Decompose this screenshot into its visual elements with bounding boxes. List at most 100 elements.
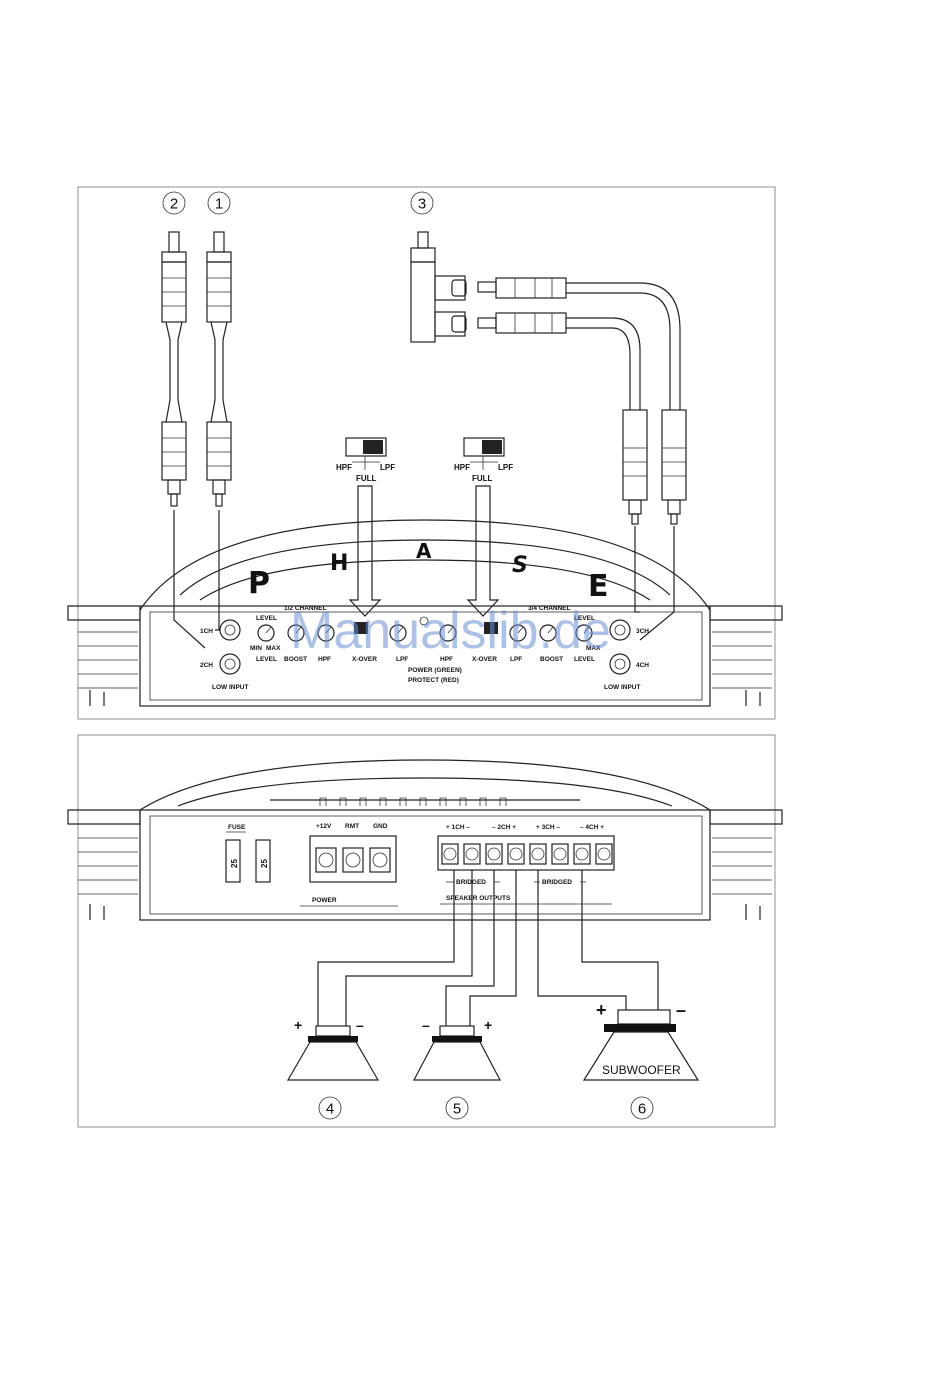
speaker-terminal-block	[437, 835, 615, 871]
svg-text:SUBWOOFER: SUBWOOFER	[602, 1063, 681, 1077]
svg-text:HPF: HPF	[454, 463, 470, 472]
bridged-label-left: BRIDGED	[456, 879, 486, 886]
svg-text:–: –	[422, 1017, 430, 1033]
svg-text:6: 6	[638, 1101, 646, 1118]
bottom-diagram-frame	[77, 734, 776, 1128]
callout-4: 4	[318, 1096, 342, 1120]
hpf-label-right: HPF	[440, 656, 453, 663]
level-knob-12	[257, 624, 275, 642]
brand-letter-h: H	[330, 551, 348, 576]
svg-text:3CH: 3CH	[636, 628, 649, 635]
hpf-knob-12	[317, 624, 335, 642]
callout-3: 3	[410, 191, 434, 215]
speaker-wires	[317, 870, 659, 1026]
speaker-outputs-label: SPEAKER OUTPUTS	[446, 895, 511, 902]
svg-text:25: 25	[260, 859, 269, 868]
ch1-terminal-label: + 1CH –	[446, 824, 470, 831]
xover-switch-34	[484, 622, 498, 634]
hpf-label-left: HPF	[318, 656, 331, 663]
brand-letter-a: A	[416, 539, 432, 563]
boost-label-left: BOOST	[284, 656, 307, 663]
svg-text:4: 4	[326, 1101, 334, 1118]
svg-text:2CH: 2CH	[200, 662, 213, 669]
channel-34-label: 3/4 CHANNEL	[528, 605, 571, 612]
top-diagram-frame	[77, 186, 776, 720]
ch2-terminal-label: – 2CH +	[492, 824, 516, 831]
input-jack-4ch: 4CH	[609, 653, 649, 675]
level-knob-34	[575, 624, 593, 642]
boost-knob-12	[287, 624, 305, 642]
brand-letter-p: P	[248, 566, 270, 601]
level-label-right-2: LEVEL	[574, 656, 595, 663]
input-jack-3ch: 3CH	[609, 619, 649, 641]
svg-text:LPF: LPF	[380, 463, 395, 472]
svg-text:–: –	[676, 1000, 686, 1020]
brand-letter-s: S	[512, 553, 528, 578]
max-label-right: MAX	[586, 645, 601, 652]
svg-text:LPF: LPF	[498, 463, 513, 472]
svg-text:1CH: 1CH	[200, 628, 213, 635]
svg-text:1: 1	[215, 196, 223, 213]
channel-12-label: 1/2 CHANNEL	[284, 605, 327, 612]
lpf-label-right: LPF	[510, 656, 522, 663]
ch4-terminal-label: – 4CH +	[580, 824, 604, 831]
max-label-left: MAX	[266, 645, 281, 652]
protect-led-label: PROTECT (RED)	[408, 677, 459, 684]
power-led	[419, 616, 429, 626]
amplifier-bottom-view	[67, 759, 783, 921]
y-splitter-cable-3	[410, 231, 687, 641]
callout-1: 1	[207, 191, 231, 215]
lpf-knob-34	[509, 624, 527, 642]
gnd-label: GND	[373, 823, 388, 830]
power-led-label: POWER (GREEN)	[408, 667, 462, 674]
amplifier-top-view	[67, 519, 783, 707]
boost-label-right: BOOST	[540, 656, 563, 663]
svg-text:FULL: FULL	[472, 474, 493, 483]
fuse-1: 25	[225, 839, 241, 883]
watermark: Manualslib.de	[290, 602, 611, 660]
callout-2: 2	[162, 191, 186, 215]
hpf-knob-34	[439, 624, 457, 642]
svg-text:+: +	[294, 1017, 302, 1033]
svg-text:+: +	[484, 1017, 492, 1033]
svg-text:FULL: FULL	[356, 474, 377, 483]
input-jack-1ch: 1CH	[200, 619, 241, 641]
lpf-knob-12	[389, 624, 407, 642]
lpf-label-left: LPF	[396, 656, 408, 663]
callout-6: 6	[630, 1096, 654, 1120]
svg-text:2: 2	[170, 196, 178, 213]
xover-label-left: X-OVER	[352, 656, 377, 663]
brand-letter-e: E	[588, 569, 609, 604]
low-input-label-right: LOW INPUT	[604, 684, 640, 691]
power-label: POWER	[312, 897, 337, 904]
svg-text:+: +	[596, 1000, 607, 1020]
subwoofer-6: + – SUBWOOFER	[582, 1000, 700, 1081]
svg-text:3: 3	[418, 196, 426, 213]
level-label-right: LEVEL	[574, 615, 595, 622]
xover-switch-12	[354, 622, 368, 634]
crossover-switch-right: HPF FULL LPF	[454, 437, 513, 617]
low-input-label-left: LOW INPUT	[212, 684, 248, 691]
svg-text:HPF: HPF	[336, 463, 352, 472]
min-label-left: MIN	[250, 645, 262, 652]
fuse-2: 25	[255, 839, 271, 883]
input-jack-2ch: 2CH	[200, 653, 241, 675]
crossover-switch-left: HPF FULL LPF	[336, 437, 395, 617]
speaker-5: – +	[413, 1017, 501, 1081]
svg-text:5: 5	[453, 1101, 461, 1118]
svg-text:4CH: 4CH	[636, 662, 649, 669]
rmt-label: RMT	[345, 823, 359, 830]
plus12v-label: +12V	[316, 823, 332, 830]
ch3-terminal-label: + 3CH –	[536, 824, 560, 831]
level-label-left: LEVEL	[256, 615, 277, 622]
svg-text:25: 25	[230, 859, 239, 868]
bridged-label-right: BRIDGED	[542, 879, 572, 886]
callout-5: 5	[445, 1096, 469, 1120]
fuse-label: FUSE	[228, 824, 246, 831]
power-terminal-block	[309, 835, 397, 883]
speaker-4: + –	[286, 1017, 380, 1081]
svg-text:–: –	[356, 1017, 364, 1033]
rca-cable-2	[161, 231, 206, 649]
xover-label-right: X-OVER	[472, 656, 497, 663]
